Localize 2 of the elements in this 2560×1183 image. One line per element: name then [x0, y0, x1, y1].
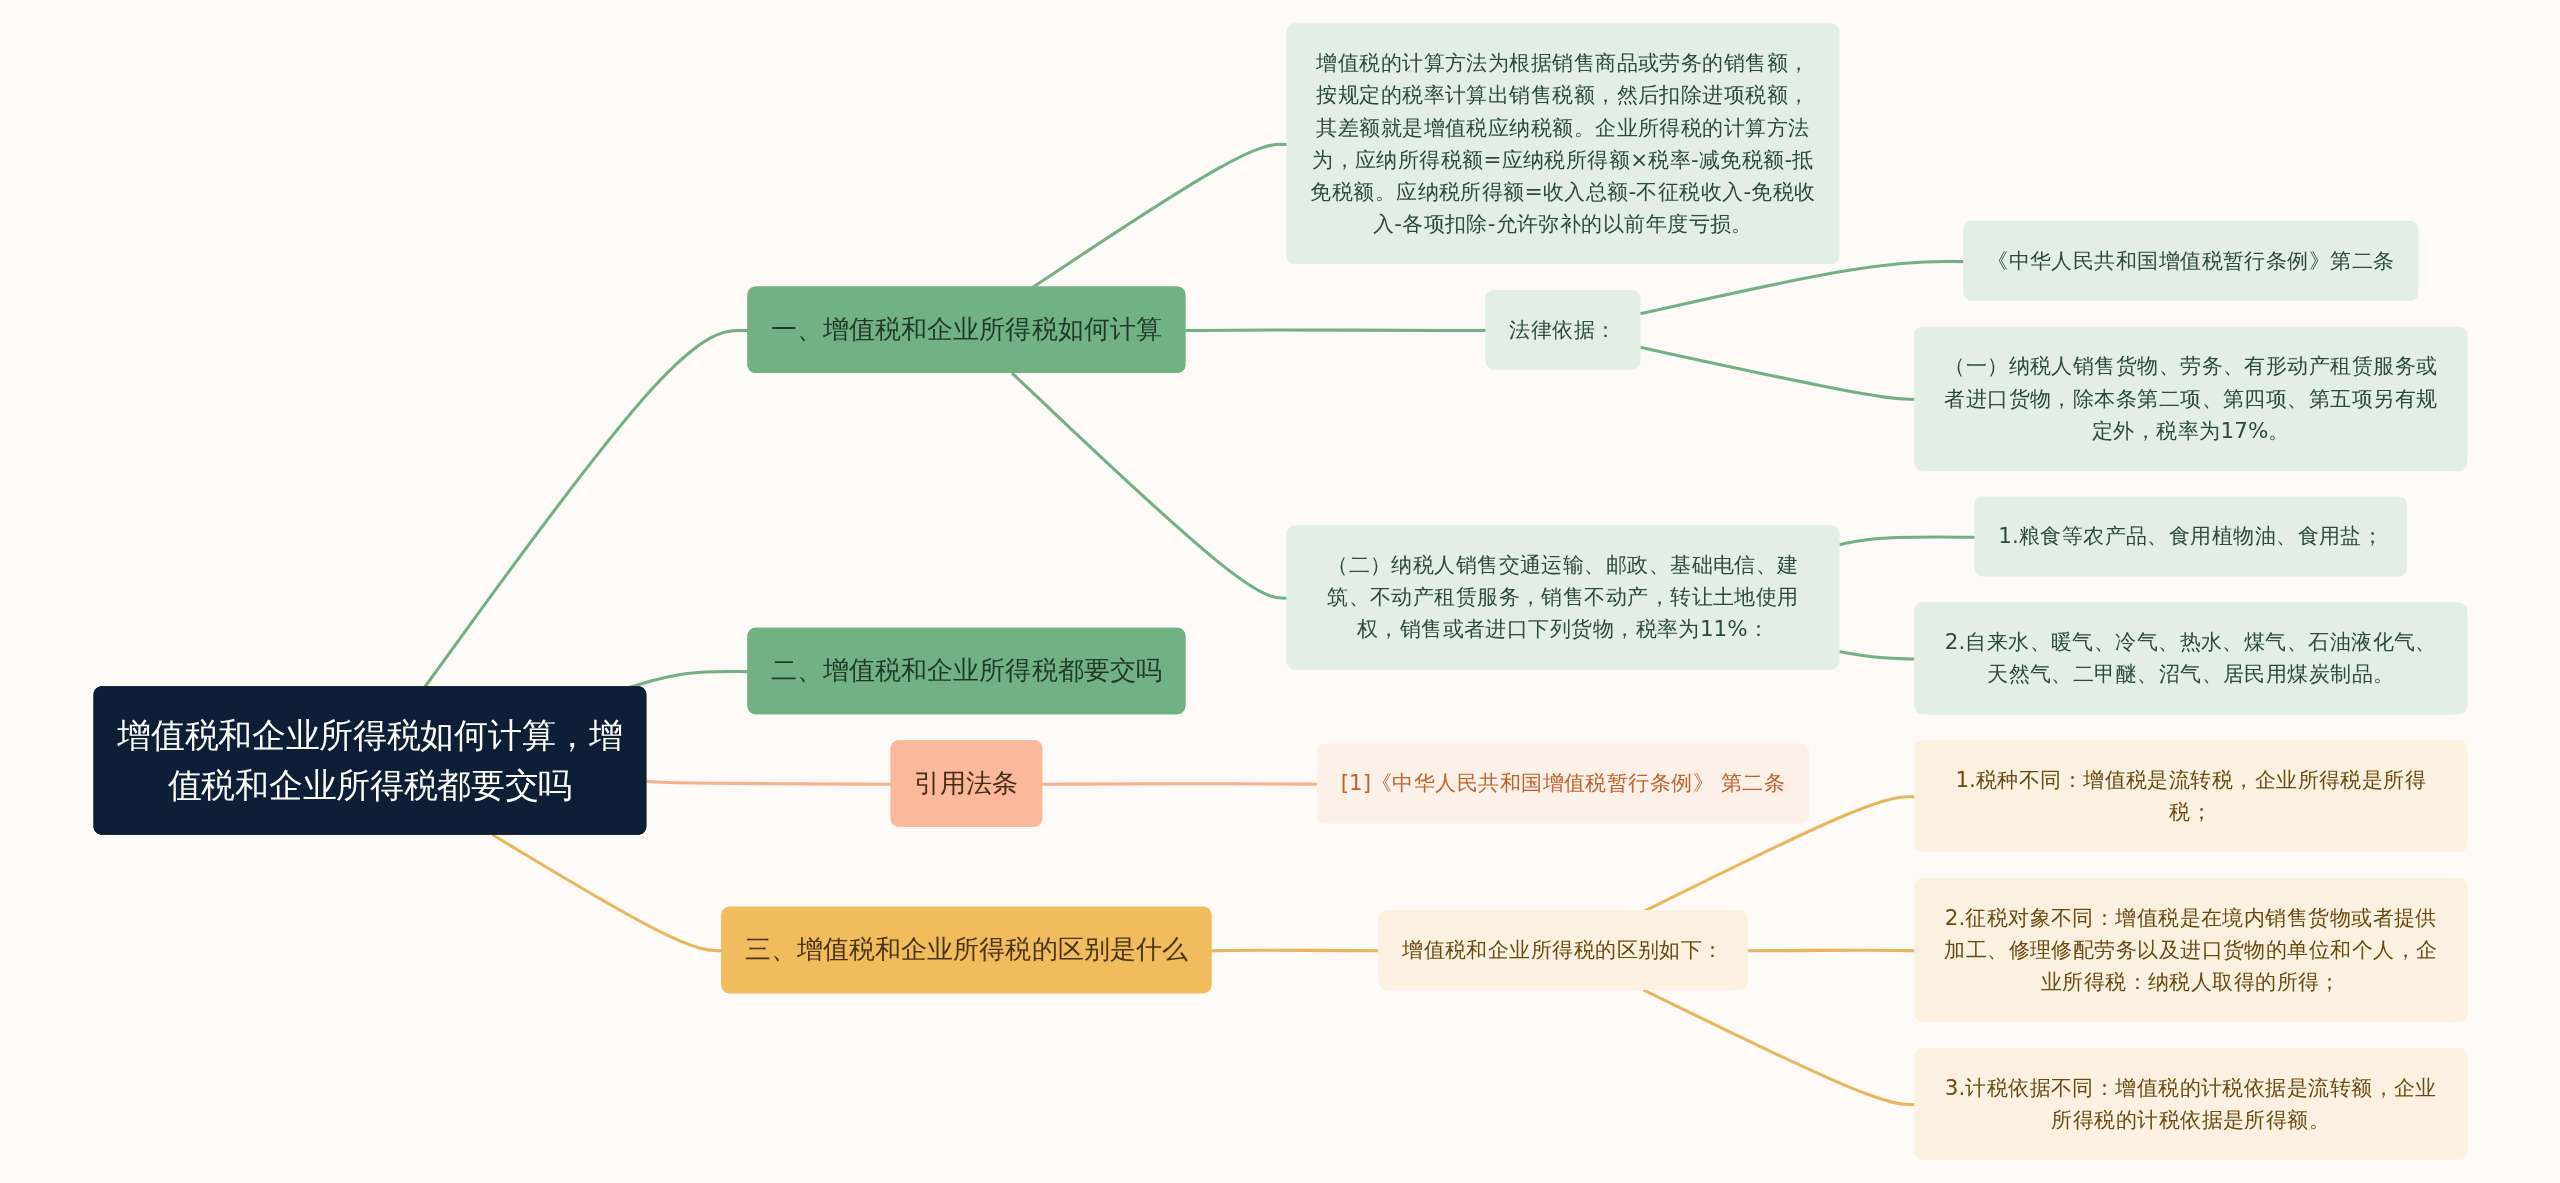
connector	[645, 779, 892, 786]
connector	[1838, 535, 1976, 547]
